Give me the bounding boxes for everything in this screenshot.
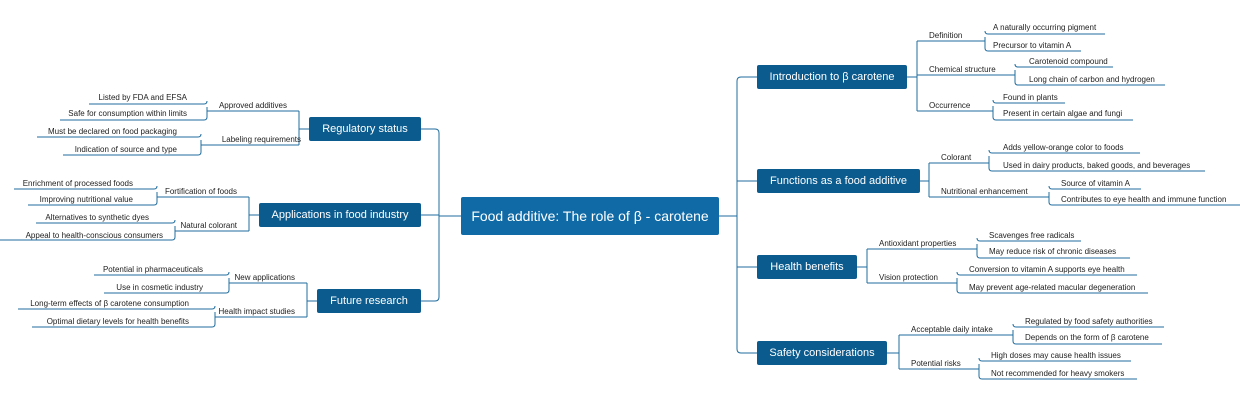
subtopic-colorant[interactable]: Colorant (941, 153, 972, 162)
topic-safety[interactable]: Safety considerations (757, 341, 887, 365)
connector-line (992, 116, 1133, 121)
leaf-item[interactable]: Long-term effects of β carotene consumpt… (30, 299, 189, 308)
leaf-item[interactable]: Scavenges free radicals (989, 231, 1075, 240)
leaf-item[interactable]: Safe for consumption within limits (68, 109, 187, 118)
leaf-item[interactable]: Regulated by food safety authorities (1025, 317, 1153, 326)
topic-regulatory-status[interactable]: Regulatory status (309, 117, 421, 141)
connector-line (956, 289, 1148, 294)
connector-line (1048, 201, 1240, 206)
connector-line (736, 348, 757, 354)
connector-line (978, 375, 1137, 380)
leaf-item[interactable]: Present in certain algae and fungi (1003, 109, 1123, 118)
connector-line (976, 237, 1081, 242)
subtopic-new-applications[interactable]: New applications (234, 273, 295, 282)
connector-line (992, 99, 1065, 104)
connector-line (36, 219, 176, 224)
connector-line (1048, 185, 1141, 190)
subtopic-natural-colorant[interactable]: Natural colorant (180, 221, 237, 230)
topic-health-benefits[interactable]: Health benefits (757, 255, 857, 279)
connector-line (60, 116, 208, 121)
leaf-item[interactable]: Used in dairy products, baked goods, and… (1003, 161, 1191, 170)
leaf-item[interactable]: Long chain of carbon and hydrogen (1029, 75, 1155, 84)
leaf-item[interactable]: Depends on the form of β carotene (1025, 333, 1149, 342)
leaf-item[interactable]: Potential in pharmaceuticals (102, 265, 203, 274)
central-topic-label: Food additive: The role of β - carotene (471, 208, 709, 224)
connector-line (32, 323, 216, 328)
leaf-item[interactable]: Not recommended for heavy smokers (991, 369, 1125, 378)
topic-label: Applications in food industry (271, 209, 409, 221)
central-topic[interactable]: Food additive: The role of β - carotene (461, 197, 719, 235)
subtopic-labeling-requirements[interactable]: Labeling requirements (221, 135, 301, 144)
leaf-item[interactable]: Appeal to health-conscious consumers (25, 231, 163, 240)
connector-line (736, 76, 757, 82)
leaf-item[interactable]: Optimal dietary levels for health benefi… (46, 317, 189, 326)
connector-line (14, 185, 158, 190)
subtopic-potential-risks[interactable]: Potential risks (911, 359, 961, 368)
connector-line (28, 201, 158, 206)
connector-line (1014, 81, 1165, 86)
connector-line (984, 30, 1105, 35)
subtopic-occurrence[interactable]: Occurrence (929, 101, 971, 110)
subtopic-health-impact-studies[interactable]: Health impact studies (218, 307, 295, 316)
subtopic-nutritional-enhancement[interactable]: Nutritional enhancement (941, 187, 1028, 196)
connector-line (94, 271, 230, 276)
leaf-item[interactable]: Found in plants (1003, 93, 1058, 102)
topic-label: Regulatory status (322, 123, 408, 135)
topic-label: Health benefits (770, 261, 844, 273)
connector-line (956, 271, 1137, 276)
leaf-item[interactable]: Listed by FDA and EFSA (98, 93, 188, 102)
topic-introduction[interactable]: Introduction to β carotene (757, 65, 907, 89)
connector-line (421, 296, 440, 302)
subtopic-definition[interactable]: Definition (929, 31, 963, 40)
connector-line (1012, 323, 1164, 328)
subtopic-fortification[interactable]: Fortification of foods (164, 187, 237, 196)
subtopic-chemical-structure[interactable]: Chemical structure (929, 65, 996, 74)
subtopic-approved-additives[interactable]: Approved additives (218, 101, 287, 110)
leaf-item[interactable]: Indication of source and type (74, 145, 177, 154)
connector-line (976, 254, 1130, 259)
topic-applications[interactable]: Applications in food industry (259, 203, 421, 227)
connector-line (63, 151, 202, 156)
leaf-item[interactable]: Source of vitamin A (1061, 179, 1130, 188)
leaf-item[interactable]: Use in cosmetic industry (116, 283, 203, 292)
subtopic-vision-protection[interactable]: Vision protection (879, 273, 938, 282)
connector-line (37, 133, 202, 138)
leaf-item[interactable]: Must be declared on food packaging (48, 127, 177, 136)
topic-label: Future research (330, 295, 408, 307)
topic-functions[interactable]: Functions as a food additive (757, 169, 920, 193)
leaf-item[interactable]: May reduce risk of chronic diseases (989, 247, 1117, 256)
leaf-item[interactable]: Alternatives to synthetic dyes (45, 213, 149, 222)
connector-line (104, 289, 230, 294)
leaf-item[interactable]: Adds yellow-orange color to foods (1003, 143, 1124, 152)
subtopic-antioxidant-properties[interactable]: Antioxidant properties (879, 239, 957, 248)
connector-line (1012, 340, 1162, 345)
connector-line (1014, 63, 1113, 68)
leaf-item[interactable]: A naturally occurring pigment (993, 23, 1097, 32)
leaf-item[interactable]: Conversion to vitamin A supports eye hea… (969, 265, 1125, 274)
connector-line (0, 236, 176, 241)
subtopic-acceptable-daily-intake[interactable]: Acceptable daily intake (911, 325, 993, 334)
connector-line (978, 357, 1131, 362)
connector-line (984, 47, 1081, 52)
topic-label: Introduction to β carotene (769, 71, 895, 83)
connector-line (18, 305, 216, 310)
leaf-item[interactable]: High doses may cause health issues (991, 351, 1121, 360)
leaf-item[interactable]: Contributes to eye health and immune fun… (1061, 195, 1227, 204)
connector-line (988, 167, 1205, 172)
topic-future-research[interactable]: Future research (317, 289, 421, 313)
leaf-item[interactable]: Enrichment of processed foods (22, 179, 133, 188)
leaf-item[interactable]: May prevent age-related macular degenera… (969, 283, 1136, 292)
connector-line (421, 128, 440, 134)
leaf-item[interactable]: Improving nutritional value (39, 195, 133, 204)
leaf-item[interactable]: Carotenoid compound (1029, 57, 1108, 66)
connector-line (988, 149, 1140, 154)
connector-line (89, 100, 208, 105)
topic-label: Functions as a food additive (770, 175, 907, 187)
leaf-item[interactable]: Precursor to vitamin A (993, 41, 1072, 50)
topic-label: Safety considerations (769, 347, 875, 359)
